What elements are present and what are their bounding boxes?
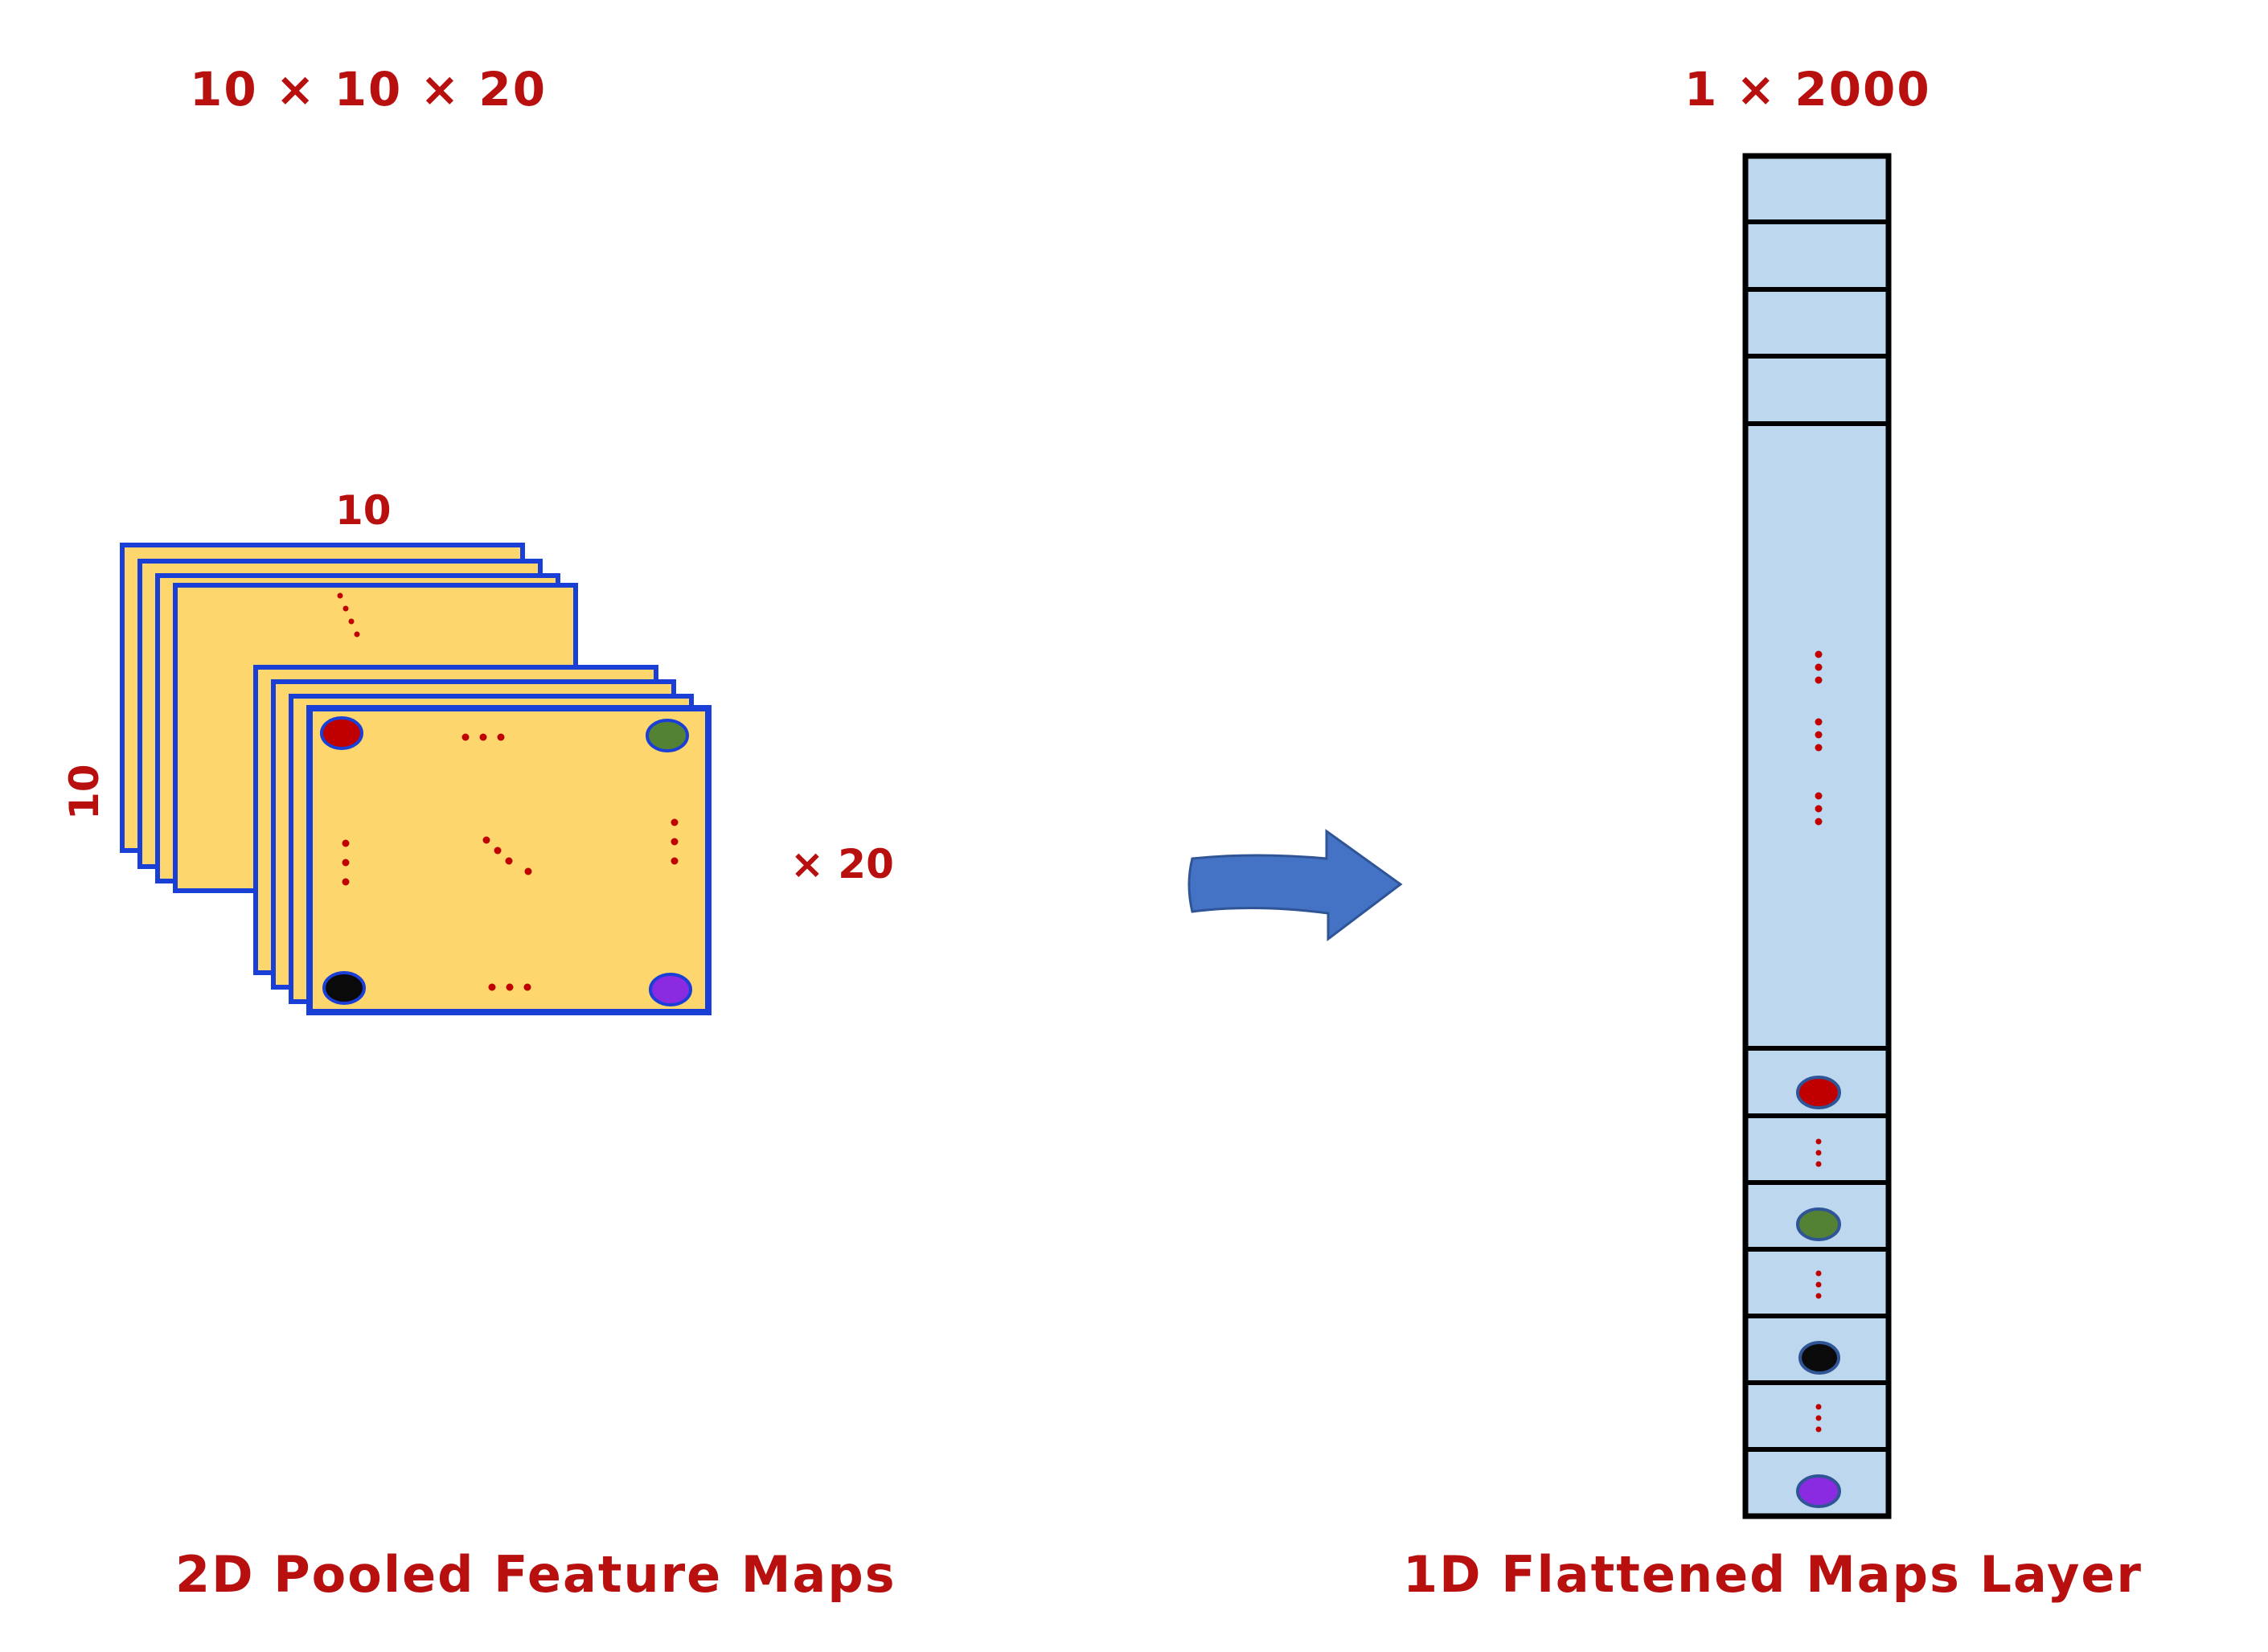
input-dimensions-label: 10 × 10 × 20 xyxy=(190,62,548,117)
map-height-label: 10 xyxy=(61,764,108,820)
map-count-label: × 20 xyxy=(790,841,894,887)
output-dimensions-label: 1 × 2000 xyxy=(1684,62,1931,117)
vector-dot-black xyxy=(1798,1341,1840,1375)
front-feature-map xyxy=(308,707,710,1014)
right-arrow-icon xyxy=(1187,829,1403,942)
input-caption: 2D Pooled Feature Maps xyxy=(175,1545,896,1604)
corner-dot-red xyxy=(320,716,363,750)
diagonal-ellipsis xyxy=(337,592,360,637)
map-width-label: 10 xyxy=(335,487,392,534)
output-caption: 1D Flattened Maps Layer xyxy=(1403,1545,2143,1604)
vector-ellipsis-marks xyxy=(1815,650,1823,1433)
vector-dot-purple xyxy=(1796,1474,1841,1508)
vector-dot-green xyxy=(1796,1207,1841,1241)
corner-dot-black xyxy=(322,971,366,1005)
flattened-vector xyxy=(1742,153,1892,1519)
vector-cell-dividers xyxy=(1745,219,1889,1452)
vector-dot-red xyxy=(1796,1076,1841,1109)
vector-column xyxy=(1742,153,1892,1519)
corner-dot-purple xyxy=(649,973,692,1006)
ellipsis-marks xyxy=(342,733,679,991)
corner-dot-green xyxy=(646,719,689,752)
